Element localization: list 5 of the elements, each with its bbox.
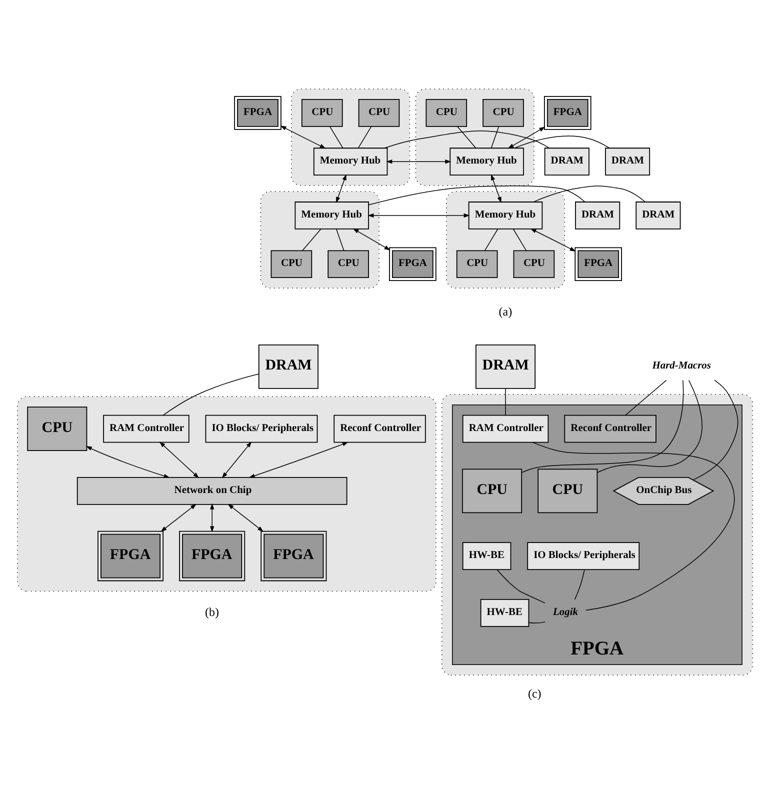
node-text: Logik [553,606,578,618]
label: (a) [498,304,512,319]
node-text: Hard-Macros [652,360,711,372]
label: (b) [204,604,219,619]
label: (c) [528,686,542,700]
